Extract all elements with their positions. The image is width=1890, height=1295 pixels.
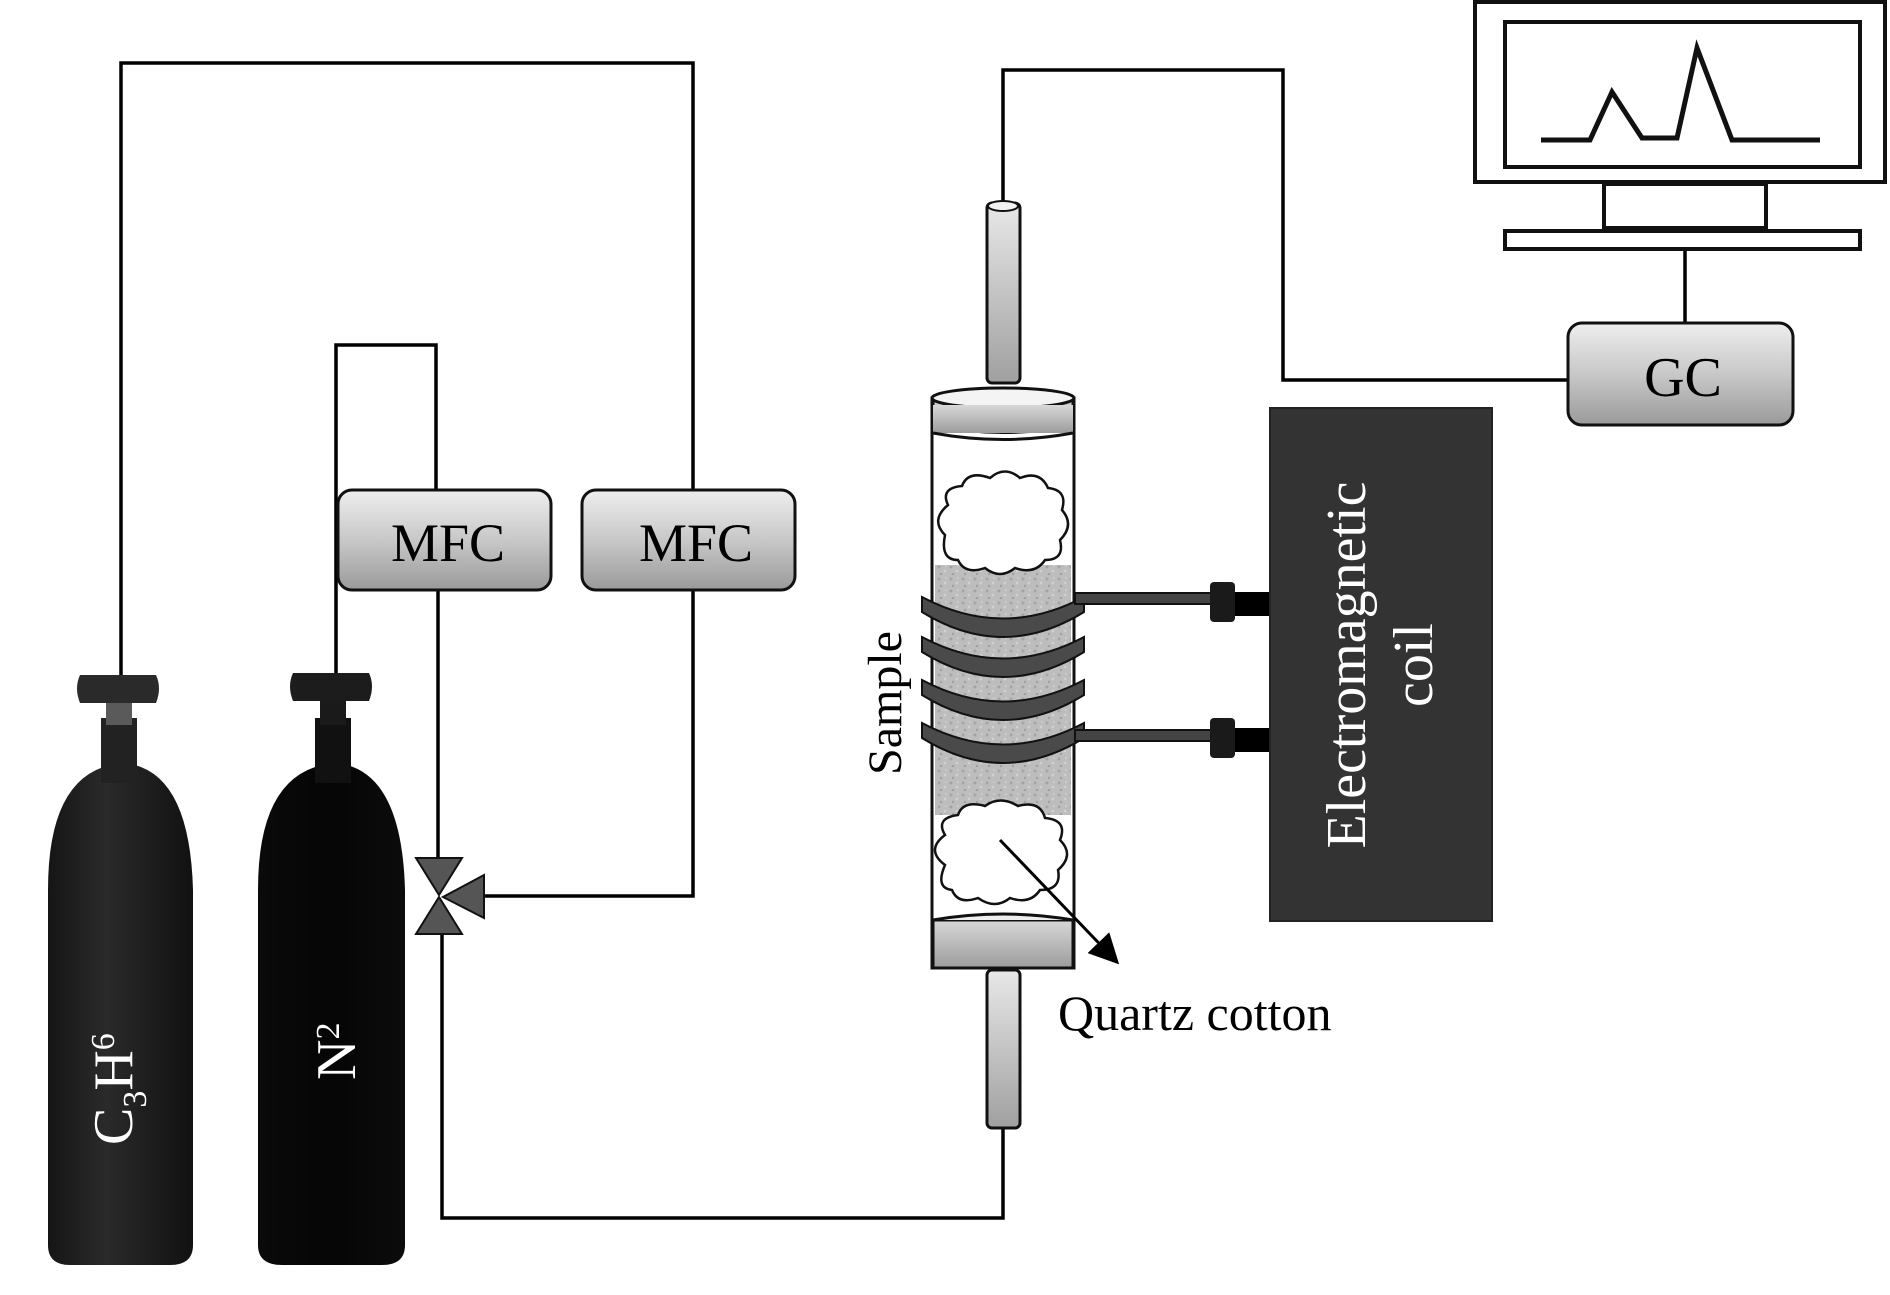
reactor-tube [930, 200, 1076, 1130]
computer-monitor-icon [1473, 0, 1887, 251]
mfc-left: MFC [336, 488, 553, 592]
c3h6-cylinder: C3H6 [48, 675, 193, 1265]
mfc-right: MFC [580, 488, 797, 592]
reactor-outlet-line [1001, 68, 1568, 382]
quartz-cotton-label: Quartz cotton [1058, 985, 1332, 1041]
coil-leads [1074, 582, 1270, 758]
mfc-right-label: MFC [639, 513, 753, 573]
three-way-valve-icon [414, 857, 485, 935]
mfc-left-label: MFC [391, 513, 505, 573]
sample-label: Sample [859, 631, 912, 775]
coil-box-label-line2: coil [1383, 623, 1445, 707]
chromatogram-peaks [1541, 39, 1820, 143]
connector-icon [1210, 718, 1235, 758]
mfc-right-outlet [480, 590, 695, 898]
quartz-cotton-top [937, 470, 1070, 576]
electromagnetic-coil-box: Electromagnetic coil [1269, 407, 1493, 922]
gc-unit: GC [1566, 321, 1795, 427]
valve-knob-icon [290, 673, 372, 701]
c3h6-label: C3H6 [83, 1033, 154, 1145]
cylinder-neck [315, 718, 351, 783]
gas-lines [119, 61, 1687, 1220]
n2-line [334, 343, 438, 708]
sample-bed [935, 565, 1071, 815]
n2-cylinder: N2 [258, 673, 405, 1265]
valve-knob-icon [77, 675, 159, 703]
connector-icon [1210, 582, 1235, 622]
gc-label: GC [1644, 347, 1722, 409]
coil-box-label-line1: Electromagnetic [1316, 482, 1378, 849]
n2-label: N2 [306, 1023, 368, 1080]
pointer-arrow-icon [998, 838, 1120, 965]
cylinder-neck [101, 718, 137, 783]
reactor-inlet-line [440, 930, 1005, 1220]
quartz-cotton-bottom [933, 799, 1069, 906]
c3h6-line [119, 61, 695, 708]
